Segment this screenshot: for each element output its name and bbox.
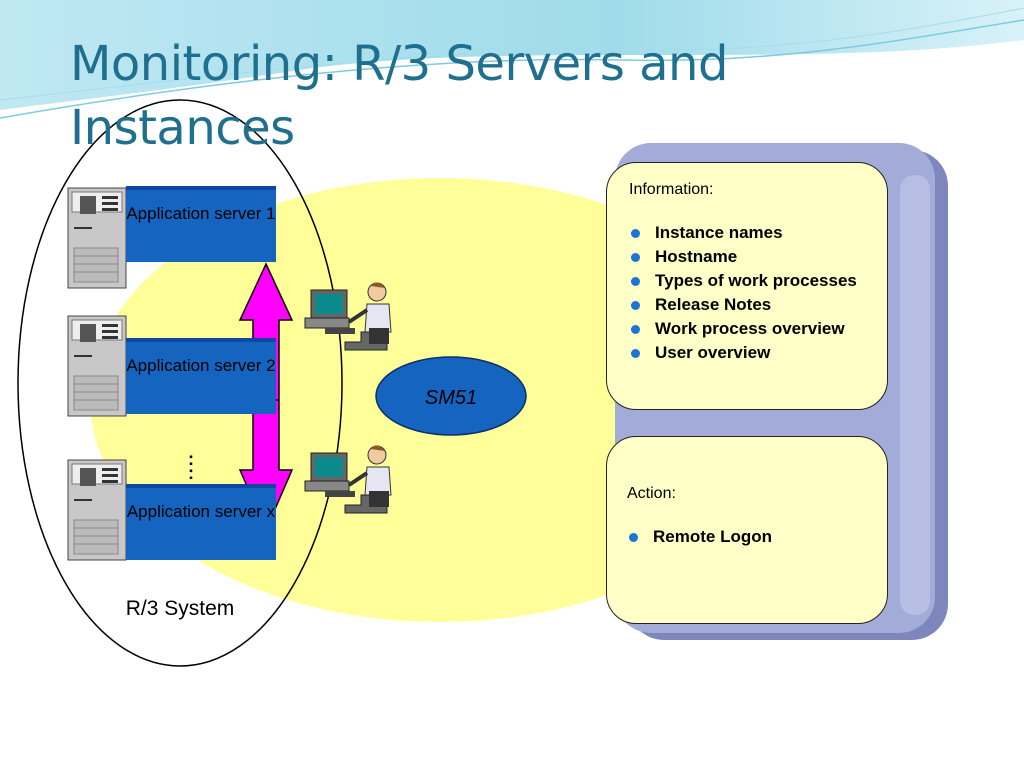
sm51-label: SM51 xyxy=(424,386,478,409)
system-boundary xyxy=(17,99,343,667)
server-icon xyxy=(67,187,127,289)
action-heading: Action: xyxy=(627,485,676,502)
information-heading: Information: xyxy=(629,181,714,198)
server-label: Application server 1 xyxy=(126,204,276,223)
information-card: Information: Instance names Hostname Typ… xyxy=(606,162,888,410)
server-label: Application server 2 xyxy=(126,356,276,375)
ellipsis-dots: : : xyxy=(188,449,194,483)
server-label: Application server x xyxy=(126,502,276,521)
slide-title: Monitoring: R/3 Servers and Instances xyxy=(70,36,728,156)
list-item: Hostname xyxy=(629,245,887,269)
server-icon xyxy=(67,315,127,417)
sm51-ellipse xyxy=(375,356,527,436)
user-at-computer-icon xyxy=(304,445,392,514)
application-server-2: Application server 2 xyxy=(126,338,276,414)
list-item: Remote Logon xyxy=(627,525,887,549)
server-icon xyxy=(67,459,127,561)
list-item: Work process overview xyxy=(629,317,887,341)
list-item: Types of work processes xyxy=(629,269,887,293)
application-server-1: Application server 1 xyxy=(126,186,276,262)
list-item: User overview xyxy=(629,341,887,365)
list-item: Release Notes xyxy=(629,293,887,317)
header-wave xyxy=(0,0,1024,110)
list-item: Instance names xyxy=(629,221,887,245)
application-server-x: Application server x xyxy=(126,484,276,560)
information-list: Instance names Hostname Types of work pr… xyxy=(629,221,887,365)
user-at-computer-icon xyxy=(304,282,392,351)
action-card: Action: Remote Logon xyxy=(606,436,888,624)
action-list: Remote Logon xyxy=(627,525,887,549)
system-label: R/3 System xyxy=(125,597,235,620)
